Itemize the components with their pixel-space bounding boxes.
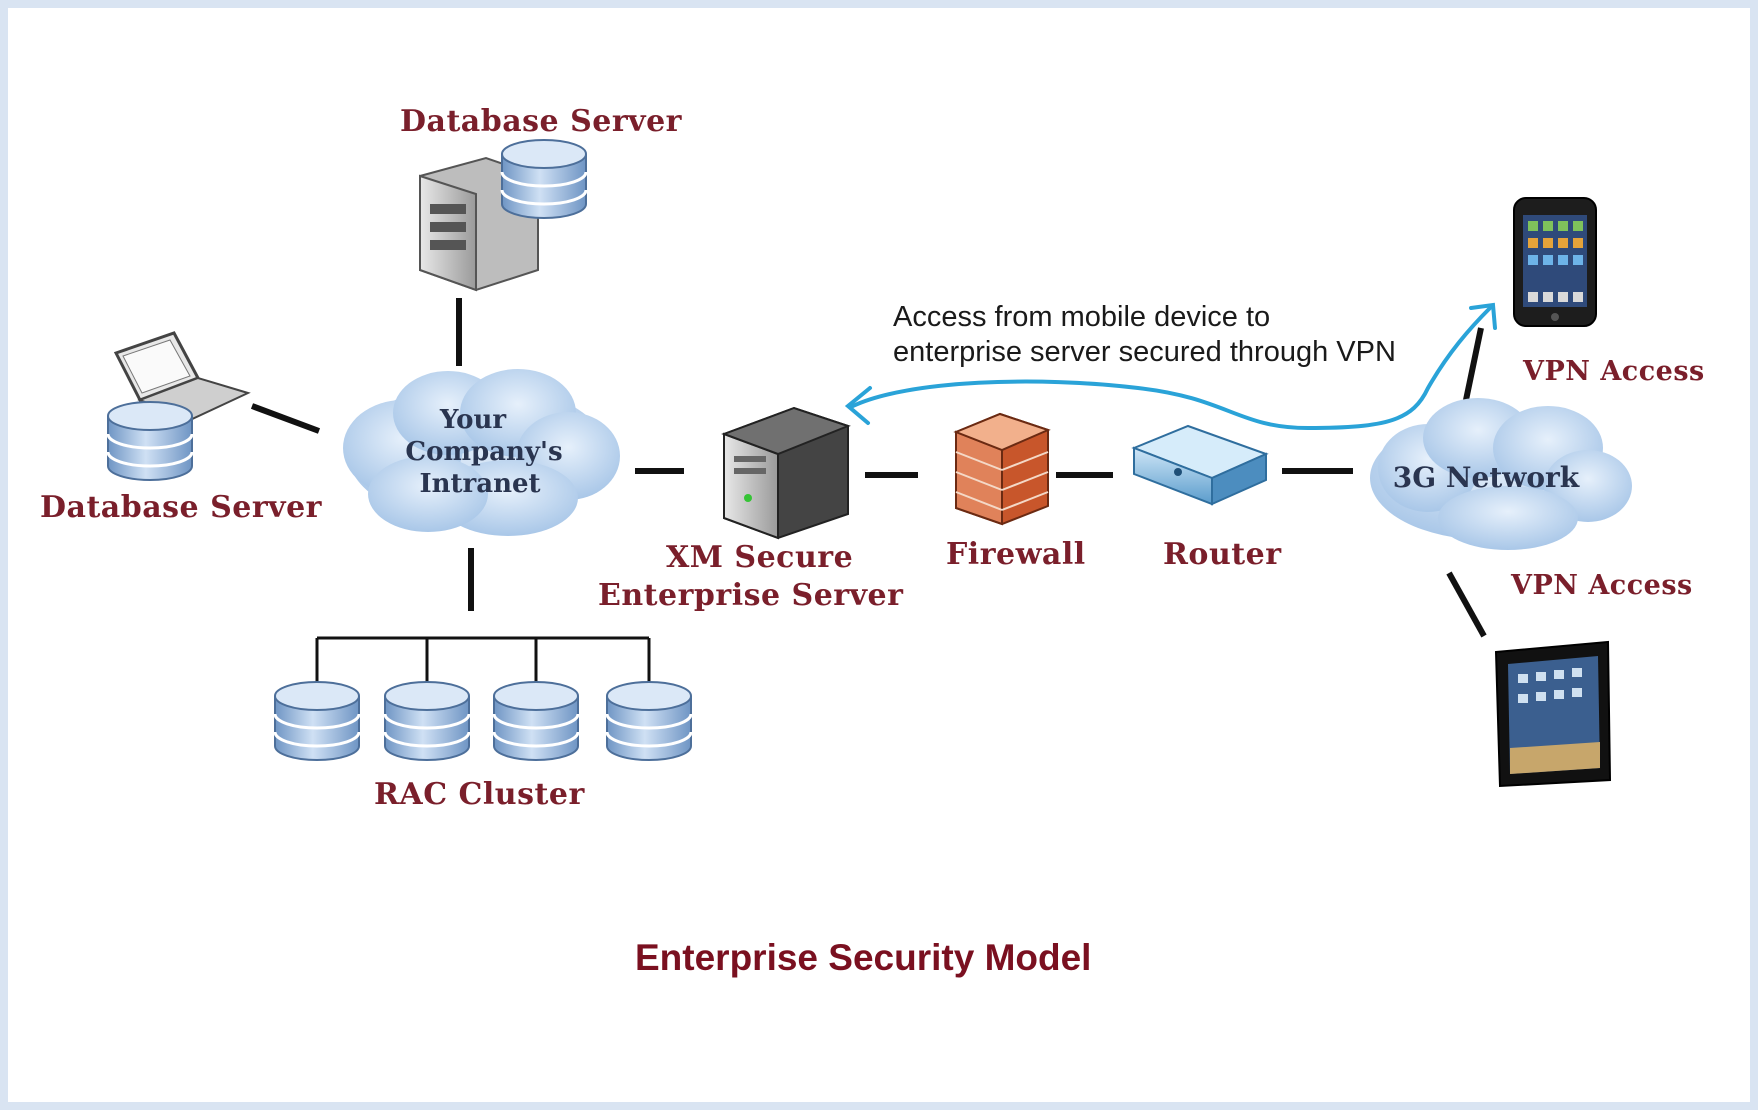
link-3g-tablet [1446,571,1487,638]
smartphone-icon [1513,197,1597,327]
cloud-icon [1370,398,1632,550]
vpn-annotation-line-2: enterprise server secured through VPN [893,336,1396,368]
database-server-left-label: Database Server [40,490,323,525]
database-icon [492,680,580,762]
database-icon [106,400,194,482]
link-laptop-intranet [250,403,321,434]
intranet-label-line-3: Intranet [419,469,540,499]
firewall-label: Firewall [946,537,1086,572]
vpn-access-bottom-label: VPN Access [1510,570,1693,601]
database-server-left: Database Server [40,331,323,525]
database-server-top: Database Server [400,104,683,292]
vpn-access-top-label: VPN Access [1522,356,1705,387]
cloud-icon [343,369,620,536]
3g-network-label: 3G Network [1393,461,1580,494]
xm-server-label-line-2: Enterprise Server [598,578,904,613]
link-3g-phone [1463,327,1484,401]
firewall-icon [953,412,1051,526]
router: Router [1131,424,1282,572]
intranet-cloud: Your Company's Intranet [343,369,620,536]
rac-cluster: RAC Cluster [273,680,693,812]
intranet-label-line-2: Company's [405,437,562,467]
vpn-annotation-line-1: Access from mobile device to [893,301,1270,333]
database-server-top-label: Database Server [400,104,683,139]
router-icon [1131,424,1269,506]
tablet-device: VPN Access [1494,570,1693,788]
diagram-caption: Enterprise Security Model [635,937,1091,978]
database-icon [500,138,588,220]
intranet-label-line-1: Your [439,405,507,435]
connections [250,298,1487,683]
smartphone-device: VPN Access [1513,197,1705,387]
vpn-access-arrow: Access from mobile device to enterprise … [844,301,1497,431]
rac-bus [315,636,651,683]
router-label: Router [1163,537,1282,572]
diagram-frame: Database Server Database Server Your Com… [8,8,1750,1102]
network-diagram: Database Server Database Server Your Com… [40,104,1705,978]
tablet-icon [1494,640,1612,788]
server-tower-icon [721,406,851,540]
xm-server-label-line-1: XM Secure [666,540,853,575]
xm-secure-server: XM Secure Enterprise Server [598,406,904,613]
database-icon [273,680,361,762]
database-icon [605,680,693,762]
firewall: Firewall [946,412,1086,572]
rac-cluster-label: RAC Cluster [374,777,585,812]
3g-network-cloud: 3G Network [1370,398,1632,550]
database-icon [383,680,471,762]
